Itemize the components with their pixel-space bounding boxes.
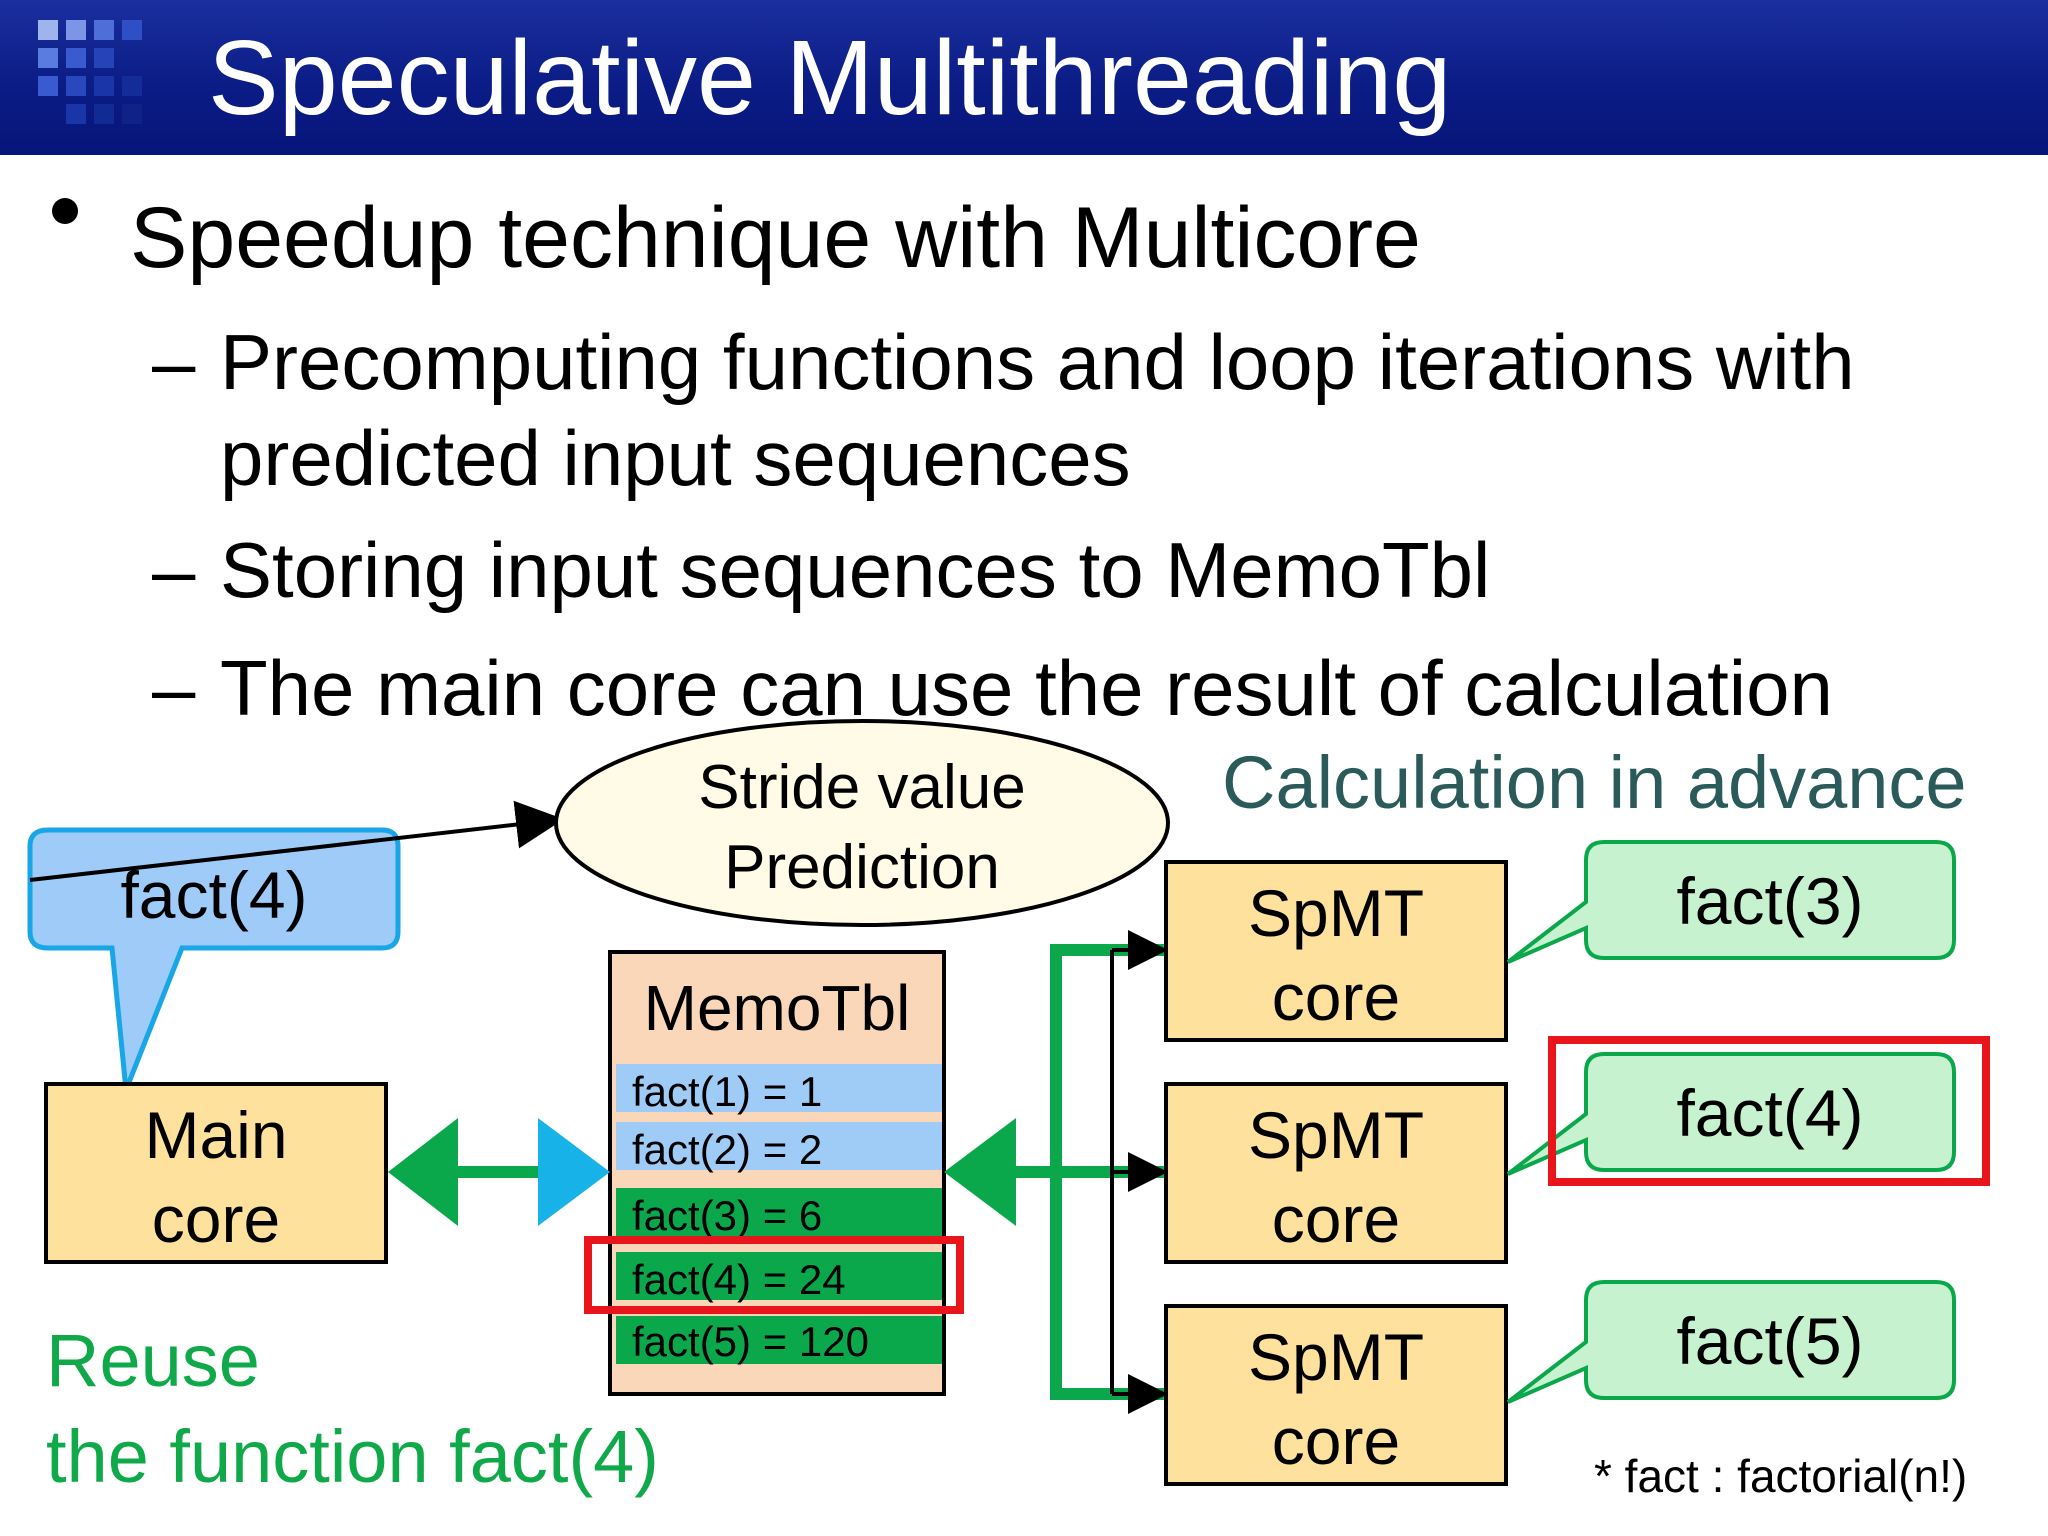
spec-call-2: fact(4): [1676, 1076, 1863, 1150]
spec-call-3-callout: [1506, 1280, 1956, 1404]
spec-call-2-callout: [1506, 1052, 1956, 1176]
footnote: * fact : factorial(n!): [1594, 1450, 1967, 1502]
spmt-core-3-line-1: SpMT: [1248, 1320, 1424, 1394]
dash-3: –: [152, 644, 196, 732]
memotbl-title: MemoTbl: [644, 972, 911, 1044]
sub-bullet-1-line-1: Precomputing functions and loop iteratio…: [220, 318, 1855, 406]
memotbl-row-5-bg: [616, 1316, 942, 1364]
sub-bullet-3: The main core can use the result of calc…: [220, 644, 1833, 732]
memotbl-row-1-bg: [616, 1064, 942, 1112]
spmt-to-memotbl-arrowhead: [944, 1118, 1016, 1226]
main-core-arrowhead: [388, 1118, 458, 1226]
slide-title: Speculative Multithreading: [208, 19, 1452, 137]
main-core-box: [44, 1082, 388, 1264]
spec-call-1: fact(3): [1676, 864, 1863, 938]
spmt-core-1-line-2: core: [1272, 960, 1400, 1034]
sub-bullet-1-line-2: predicted input sequences: [220, 414, 1131, 502]
spmt-core-1-line-1: SpMT: [1248, 876, 1424, 950]
spec-call-3: fact(5): [1676, 1304, 1863, 1378]
memotbl-row-2-bg: [616, 1122, 942, 1170]
spmt-core-2-line-2: core: [1272, 1182, 1400, 1256]
prediction-line-2: Prediction: [724, 833, 1000, 902]
reuse-line-2: the function fact(4): [46, 1415, 659, 1498]
main-core-line-2: core: [152, 1182, 280, 1256]
bullet-main: Speedup technique with Multicore: [130, 190, 1421, 286]
spec-call-highlight: [1548, 1036, 1990, 1186]
memotbl-row-4: fact(4) = 24: [632, 1256, 846, 1303]
memotbl-row-3: fact(3) = 6: [632, 1192, 822, 1239]
logo-squares-icon: [38, 20, 148, 130]
advance-label: Calculation in advance: [1222, 741, 1967, 824]
memotbl-row-3-bg: [616, 1188, 942, 1236]
memotbl-row-1: fact(1) = 1: [632, 1068, 822, 1115]
spmt-core-3-line-2: core: [1272, 1404, 1400, 1478]
spmt-core-2-line-1: SpMT: [1248, 1098, 1424, 1172]
reuse-line-1: Reuse: [46, 1319, 260, 1402]
spec-call-1-callout: [1506, 840, 1956, 964]
bullet-dot: [52, 198, 78, 224]
spmt-core-1-box: [1164, 860, 1508, 1042]
memotbl-row-2: fact(2) = 2: [632, 1126, 822, 1173]
spmt-core-3-box: [1164, 1304, 1508, 1486]
dash-2: –: [152, 526, 196, 614]
predict-arrow: [29, 800, 564, 882]
memotbl-row-4-bg: [616, 1252, 942, 1300]
dash-1: –: [152, 318, 196, 406]
title-bar: Speculative Multithreading: [0, 0, 2048, 155]
memotbl-highlight: [584, 1236, 964, 1314]
prediction-line-1: Stride value: [698, 753, 1025, 822]
memotbl-arrowhead: [538, 1118, 610, 1226]
spmt-core-2-box: [1164, 1082, 1508, 1264]
main-core-line-1: Main: [144, 1098, 287, 1172]
main-call-text: fact(4): [120, 858, 307, 932]
sub-bullet-2: Storing input sequences to MemoTbl: [220, 526, 1491, 614]
prediction-ellipse: [554, 719, 1170, 927]
memotbl-row-5: fact(5) = 120: [632, 1318, 869, 1365]
